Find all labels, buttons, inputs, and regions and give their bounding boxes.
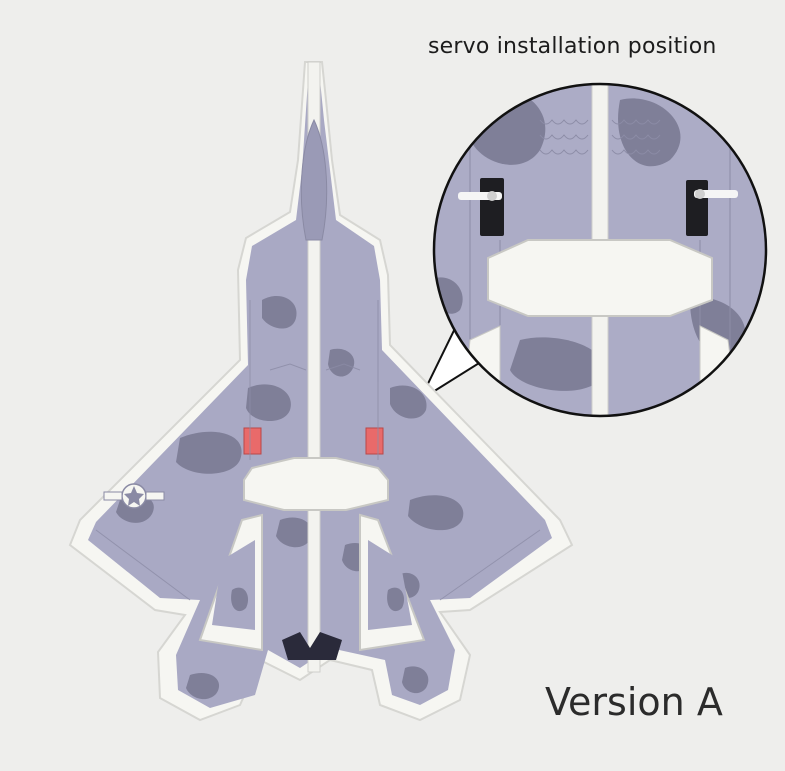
- version-label: Version A: [545, 680, 723, 724]
- zoom-center-mount: [487, 239, 713, 317]
- servo-caption: servo installation position: [428, 34, 717, 59]
- zoom-circle-border: [432, 82, 768, 418]
- servo-marker-left: [243, 427, 262, 455]
- aircraft: [68, 61, 574, 722]
- exhaust: [282, 632, 342, 660]
- servo-marker-right: [365, 427, 384, 455]
- servo-left: [458, 178, 504, 236]
- servo-right: [686, 180, 738, 236]
- center-mount: [243, 457, 389, 511]
- canopy: [300, 118, 328, 241]
- star-roundel-icon: [103, 483, 165, 509]
- servo-zoom-view: [432, 82, 768, 418]
